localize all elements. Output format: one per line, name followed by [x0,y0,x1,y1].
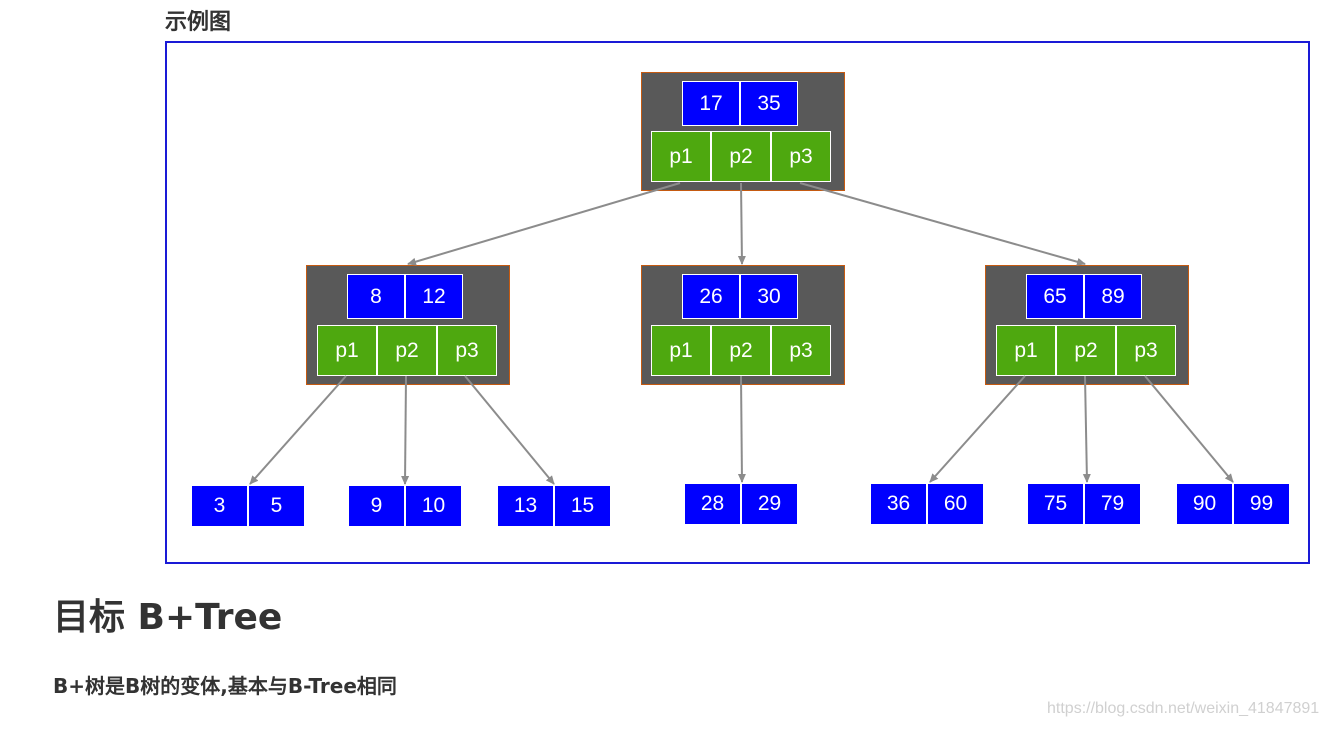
key-cell: 5 [248,485,305,527]
internal-2-pointers: p1 p2 p3 [651,325,831,376]
pointer-cell: p3 [437,325,497,376]
pointer-cell: p2 [1056,325,1116,376]
leaf-node: 3 5 [191,485,305,527]
watermark: https://blog.csdn.net/weixin_41847891 [1047,700,1320,717]
leaf-node: 75 79 [1027,483,1141,525]
edge [1082,375,1091,483]
pointer-cell: p1 [651,325,711,376]
edge [407,182,681,266]
key-cell: 8 [347,274,405,319]
pointer-cell: p3 [771,325,831,376]
internal-3-keys: 65 89 [1026,274,1142,319]
key-cell: 60 [927,483,984,525]
key-cell: 36 [870,483,927,525]
internal-1-pointers: p1 p2 p3 [317,325,497,376]
edge [737,182,746,265]
key-cell: 13 [497,485,554,527]
diagram-frame [165,41,1310,564]
figure-caption: 示例图 [165,10,232,35]
key-cell: 79 [1084,483,1141,525]
key-cell: 15 [554,485,611,527]
key-cell: 10 [405,485,462,527]
key-cell: 17 [682,81,740,126]
pointer-cell: p1 [996,325,1056,376]
leaf-node: 36 60 [870,483,984,525]
root-pointers: p1 p2 p3 [651,131,831,182]
edge [1144,375,1234,483]
edge [799,182,1086,266]
section-paragraph: B+树是B树的变体,基本与B-Tree相同 [53,674,397,698]
internal-2-keys: 26 30 [682,274,798,319]
internal-1-keys: 8 12 [347,274,463,319]
key-cell: 26 [682,274,740,319]
leaf-node: 13 15 [497,485,611,527]
key-cell: 28 [684,483,741,525]
pointer-cell: p2 [377,325,437,376]
pointer-cell: p3 [1116,325,1176,376]
edge [737,375,746,483]
key-cell: 89 [1084,274,1142,319]
pointer-cell: p1 [317,325,377,376]
key-cell: 65 [1026,274,1084,319]
key-cell: 3 [191,485,248,527]
root-keys: 17 35 [682,81,798,126]
key-cell: 9 [348,485,405,527]
edge [249,375,347,485]
leaf-node: 9 10 [348,485,462,527]
key-cell: 35 [740,81,798,126]
section-heading: 目标 B+Tree [53,597,283,638]
leaf-node: 28 29 [684,483,798,525]
edge [401,375,410,485]
edge [929,375,1026,483]
key-cell: 99 [1233,483,1290,525]
key-cell: 29 [741,483,798,525]
leaf-node: 90 99 [1176,483,1290,525]
internal-3-pointers: p1 p2 p3 [996,325,1176,376]
pointer-cell: p3 [771,131,831,182]
key-cell: 12 [405,274,463,319]
edge [464,375,555,485]
key-cell: 75 [1027,483,1084,525]
key-cell: 30 [740,274,798,319]
pointer-cell: p2 [711,325,771,376]
pointer-cell: p1 [651,131,711,182]
key-cell: 90 [1176,483,1233,525]
pointer-cell: p2 [711,131,771,182]
